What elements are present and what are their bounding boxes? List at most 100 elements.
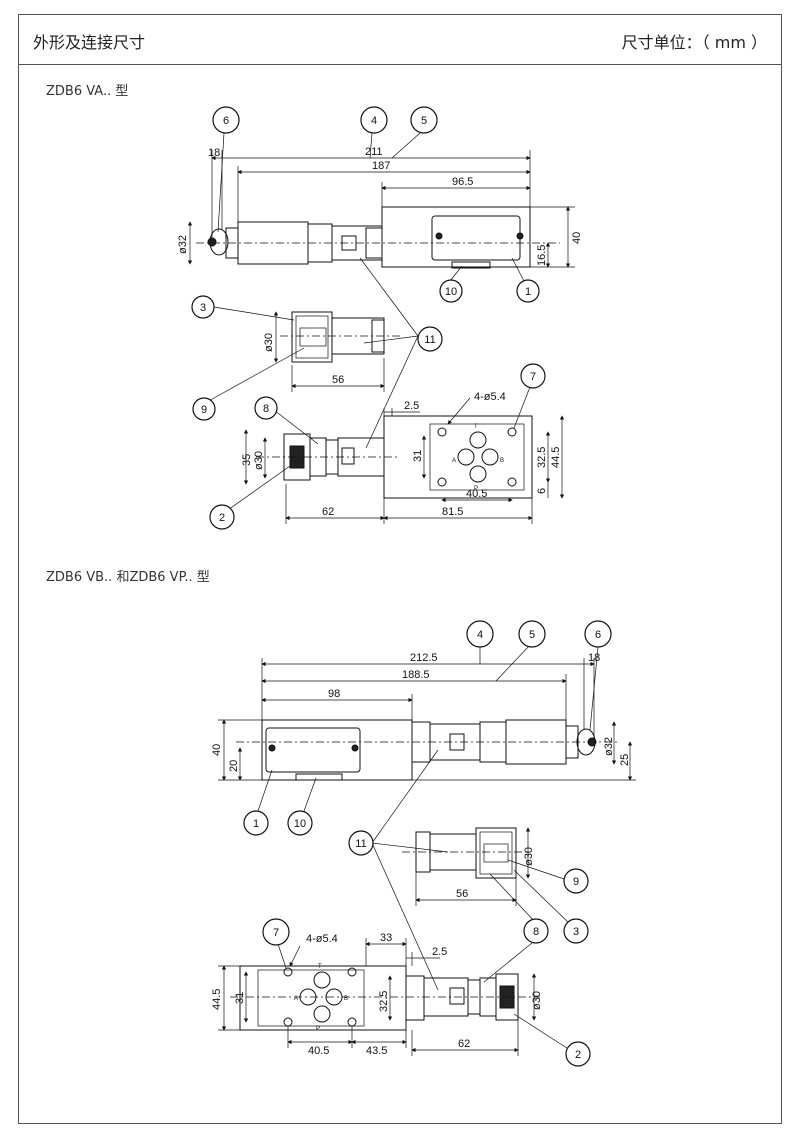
a-port-b: [481, 448, 499, 466]
svg-text:10: 10: [294, 818, 306, 830]
a-dim-96-5: 96.5: [452, 176, 473, 188]
svg-text:5: 5: [421, 115, 427, 127]
a-callouts: 6 4 5 10 1 3 11 9 8 7 2: [191, 106, 546, 530]
a-dim-dia32: ø32: [177, 235, 189, 254]
svg-text:P: P: [316, 1026, 320, 1032]
svg-text:2: 2: [575, 1049, 581, 1061]
unit-label: 尺寸单位：（ mm ）: [621, 33, 767, 52]
b-seal: [295, 773, 343, 781]
b-dim-44-5: 44.5: [211, 989, 223, 1010]
b-dim-dia30b: ø30: [531, 991, 543, 1010]
svg-text:B: B: [500, 458, 504, 464]
b-top-view: 212.5 188.5 98 18 40 20 ø32 25: [211, 652, 636, 781]
a-port-t: [469, 431, 487, 449]
svg-text:11: 11: [424, 334, 435, 346]
svg-text:5: 5: [529, 629, 535, 641]
section-a-title: ZDB6 VA.. 型: [46, 84, 129, 99]
b-callouts: 4 5 6 1 10 11 9 8 3 7 2: [243, 620, 612, 1067]
a-leaders: [204, 132, 531, 513]
a-port-a: [457, 448, 475, 466]
b-block-face: [265, 727, 361, 773]
b-dim-33: 33: [380, 932, 392, 944]
b-dim-40-5: 40.5: [308, 1045, 329, 1057]
svg-text:A: A: [294, 996, 298, 1002]
b-dim-2-5: 2.5: [432, 946, 447, 958]
svg-text:8: 8: [533, 926, 539, 938]
a-dim-81-5: 81.5: [442, 506, 463, 518]
b-knob-section: [475, 827, 517, 879]
b-callout-11: [348, 830, 374, 856]
a-callout-6: [212, 106, 240, 134]
a-dim-62: 62: [322, 506, 334, 518]
svg-text:1: 1: [525, 286, 531, 298]
a-dim-44-5: 44.5: [550, 447, 562, 468]
section-b-title: ZDB6 VB.. 和ZDB6 VP.. 型: [46, 570, 210, 585]
svg-text:8: 8: [263, 403, 269, 415]
a-port-p: [469, 465, 487, 483]
a-knob-cap: [225, 227, 239, 259]
a-dim-187: 187: [372, 160, 390, 172]
b-dim-212-5: 212.5: [410, 652, 438, 664]
a-dim-18: 18: [208, 147, 220, 159]
a-dim-holes: 4-ø5.4: [474, 391, 506, 403]
a-dim-211: 211: [365, 146, 383, 158]
a-callout-11: [417, 326, 443, 352]
b-callout-3: [563, 918, 589, 944]
drawing-frame: 外形及连接尺寸 尺寸单位：（ mm ）: [18, 14, 782, 1124]
b-callout-4: [466, 620, 494, 648]
a-callout-1: [516, 279, 540, 303]
a-dim-31: 31: [412, 450, 424, 462]
a-dim-2-5: 2.5: [404, 400, 419, 412]
b-bottom-view: T A B P 4-ø5.4 33 2.5 44.5 3: [211, 932, 543, 1057]
svg-text:T: T: [474, 424, 478, 430]
svg-text:11: 11: [355, 838, 366, 850]
b-dim-31: 31: [234, 992, 246, 1004]
b-dim-56: 56: [456, 888, 468, 900]
b-dim-188-5: 188.5: [402, 669, 430, 681]
a-valve-block: [381, 206, 531, 268]
a-dim-dia30b: ø30: [253, 451, 265, 470]
svg-text:3: 3: [200, 302, 206, 314]
svg-text:6: 6: [223, 115, 229, 127]
b-callout-5: [518, 620, 546, 648]
svg-text:T: T: [318, 964, 322, 970]
a-dim-40-5: 40.5: [466, 488, 487, 500]
b-port-t: [313, 971, 331, 989]
b-callout-10: [287, 810, 313, 836]
b-dim-43-5: 43.5: [366, 1045, 387, 1057]
a-callout-9: [192, 397, 216, 421]
a-top-view: 211 187 96.5 18 ø32 40 16.5: [177, 146, 583, 269]
b-callout-9: [563, 868, 589, 894]
svg-text:10: 10: [445, 286, 457, 298]
b-leaders: [257, 644, 599, 1051]
a-b-cartridge: [337, 437, 385, 477]
a-callout-2: [209, 504, 235, 530]
a-dim-35: 35: [241, 454, 253, 466]
a-callout-3: [191, 295, 215, 319]
a-callout-4: [360, 106, 388, 134]
b-dim-32-5: 32.5: [378, 991, 390, 1012]
b-dim-40: 40: [211, 744, 223, 756]
b-dim-dia30: ø30: [523, 847, 535, 866]
svg-text:9: 9: [573, 876, 579, 888]
a-callout-5: [410, 106, 438, 134]
b-dim-18: 18: [588, 652, 600, 664]
a-bottom-view: T A B P 2.5 4-ø5.4 35 ø30 31 32.5 44.5 6…: [241, 391, 565, 524]
svg-text:1: 1: [253, 818, 259, 830]
b-dim-98: 98: [328, 688, 340, 700]
svg-text:4: 4: [371, 115, 377, 127]
a-dim-6: 6: [536, 488, 548, 494]
a-seal: [451, 261, 491, 269]
svg-text:A: A: [452, 458, 456, 464]
a-dim-32-5: 32.5: [536, 447, 548, 468]
b-dim-20: 20: [228, 760, 240, 772]
svg-text:7: 7: [273, 927, 279, 939]
b-callout-8: [523, 918, 549, 944]
svg-text:P: P: [474, 486, 478, 492]
svg-text:B: B: [344, 996, 348, 1002]
a-callout-7: [520, 363, 546, 389]
b-callout-1: [243, 810, 269, 836]
b-callout-7: [262, 918, 290, 946]
a-dim-dia30: ø30: [263, 333, 275, 352]
